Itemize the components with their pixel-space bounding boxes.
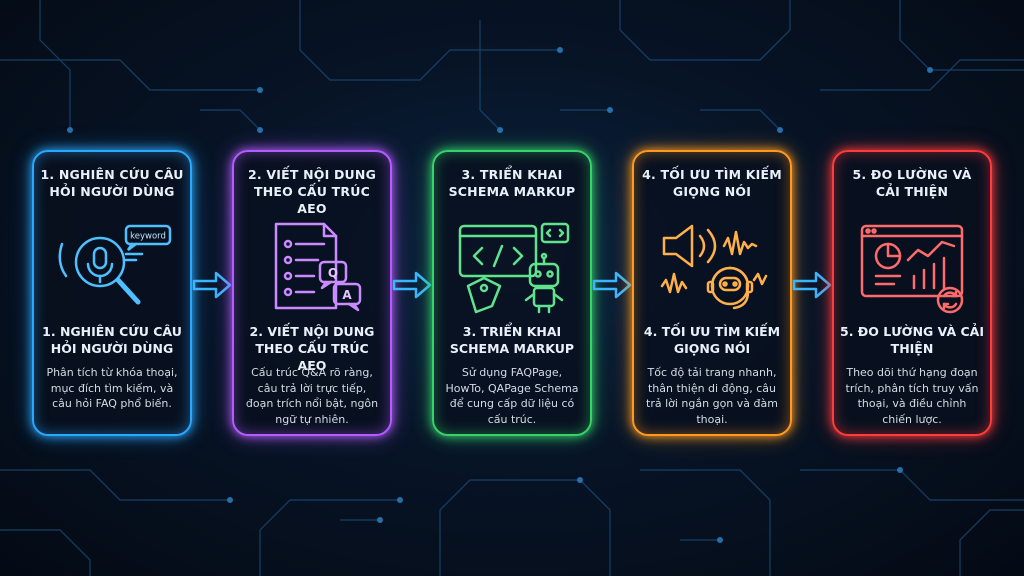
step-4-subtitle: 4. TỐI ƯU TÌM KIẾM GIỌNG NÓI [643,324,781,356]
step-5-title: 5. ĐO LƯỜNG VÀ CẢI THIỆN [852,167,972,199]
step-4-title: 4. TỐI ƯU TÌM KIẾM GIỌNG NÓI [642,167,782,199]
speaker-assistant-icon [660,224,768,310]
step-5-subtitle: 5. ĐO LƯỜNG VÀ CẢI THIỆN [840,324,985,356]
step-2-description: Cấu trúc Q&A rõ ràng, câu trả lời trực t… [245,366,379,426]
code-robot-icon [458,222,570,314]
step-card-4: 4. TỐI ƯU TÌM KIẾM GIỌNG NÓI 4. TỐI ƯU T… [632,150,792,436]
step-card-5: 5. ĐO LƯỜNG VÀ CẢI THIỆN 5. ĐO LƯỜNG VÀ … [832,150,992,436]
step-1-subtitle: 1. NGHIÊN CỨU CÂU HỎI NGƯỜI DÙNG [42,324,182,356]
q-label: Q [328,266,338,280]
step-4-description: Tốc độ tải trang nhanh, thân thiện di độ… [646,366,778,426]
step-card-3: 3. TRIỂN KHAI SCHEMA MARKUP 3. TRIỂN KHA… [432,150,592,436]
step-card-2: 2. VIẾT NỘI DUNG THEO CẤU TRÚC AEO Q A 2… [232,150,392,436]
document-qa-icon: Q A [274,222,362,312]
step-1-title: 1. NGHIÊN CỨU CÂU HỎI NGƯỜI DÙNG [40,167,184,199]
step-1-description: Phân tích từ khóa thoại, mục đích tìm ki… [46,366,178,410]
step-3-subtitle: 3. TRIỂN KHAI SCHEMA MARKUP [449,324,575,356]
keyword-label: keyword [130,232,166,242]
step-5-description: Theo dõi thứ hạng đoạn trích, phân tích … [845,366,979,426]
step-3-description: Sử dụng FAQPage, HowTo, QAPage Schema để… [445,366,579,426]
step-card-1: 1. NGHIÊN CỨU CÂU HỎI NGƯỜI DÙNG keyword… [32,150,192,436]
step-3-title: 3. TRIỂN KHAI SCHEMA MARKUP [448,167,576,199]
arrow-4-icon [792,271,832,299]
arrow-1-icon [192,271,232,299]
arrow-2-icon [392,271,432,299]
arrow-3-icon [592,271,632,299]
magnifier-microphone-icon: keyword [58,224,172,305]
a-label: A [342,288,352,302]
analytics-dashboard-icon [860,224,964,314]
step-2-subtitle: 2. VIẾT NỘI DUNG THEO CẤU TRÚC AEO [249,324,375,373]
step-2-title: 2. VIẾT NỘI DUNG THEO CẤU TRÚC AEO [247,167,377,216]
